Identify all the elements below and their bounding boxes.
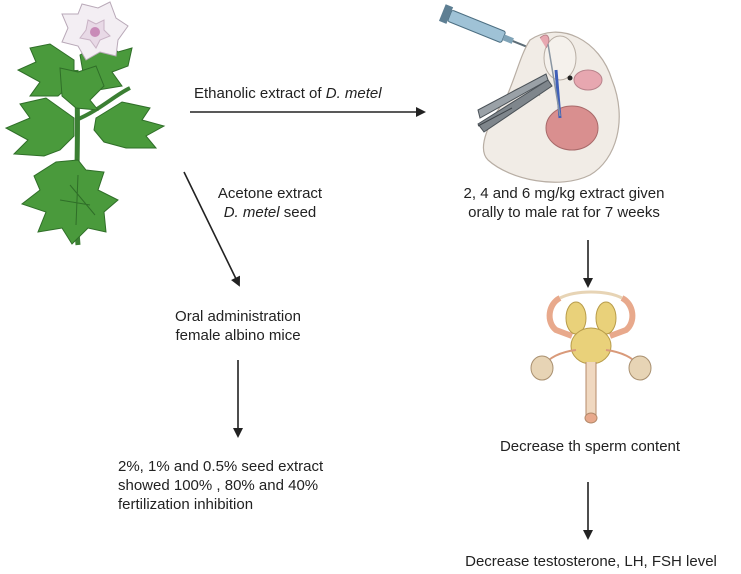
datura-flower-icon [61,1,129,61]
datura-plant-icon [4,1,166,246]
forceps-icon [477,73,553,133]
male-reproductive-system-icon [530,290,652,424]
ethanolic-extract-label: Ethanolic extract of D. metel [194,85,382,102]
rat-dose-label: 2, 4 and 6 mg/kg extract given orally to… [463,185,665,221]
hormone-level-result: Decrease testosterone, LH, FSH level [465,553,717,570]
oral-administration-label: Oral administration female albino mice [175,308,301,344]
fertilization-inhibition-result: 2%, 1% and 0.5% seed extract showed 100%… [118,458,324,513]
sperm-content-result: Decrease th sperm content [499,438,681,455]
acetone-species-name: D. metel [223,204,280,221]
acetone-extract-label: Acetone extract D. metel seed [217,185,323,221]
arrow-acetone [183,171,240,287]
ethanolic-species-name: D. metel [325,85,382,102]
rat-gavage-icon [477,31,620,183]
